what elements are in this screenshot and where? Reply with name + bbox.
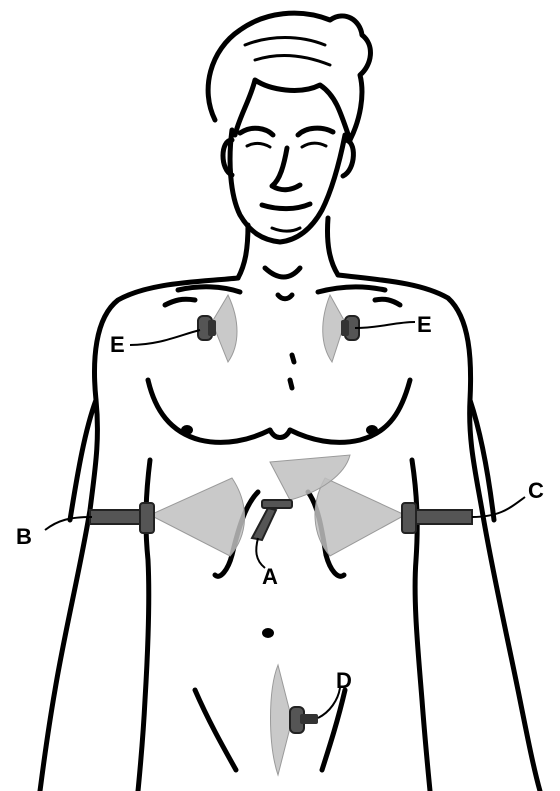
hair-strand-2 — [255, 55, 330, 65]
label-a: A — [262, 564, 278, 589]
beam-d — [271, 665, 293, 775]
hair-outline — [208, 13, 370, 140]
hair-strand — [245, 38, 325, 46]
label-d: D — [336, 668, 352, 693]
sternum-mark-2 — [290, 380, 292, 388]
clavicle-left-2 — [178, 287, 240, 292]
eye-left — [247, 143, 270, 147]
navel — [262, 628, 274, 638]
pectoral-left — [148, 380, 270, 442]
sensor-e-left-cap — [208, 320, 216, 336]
sensor-b — [140, 503, 154, 533]
sternal-notch — [278, 295, 292, 299]
clavicle-left — [165, 299, 195, 305]
label-b: B — [16, 524, 32, 549]
chin — [272, 228, 300, 231]
sensor-e-right-cap — [341, 320, 349, 336]
clavicle-right — [318, 287, 385, 292]
eyebrow-right — [298, 128, 333, 135]
leader-e-left — [130, 330, 200, 345]
label-e-right: E — [417, 312, 432, 337]
pectoral-right — [290, 380, 410, 442]
arm-band-c — [410, 510, 472, 524]
hip-right — [322, 690, 345, 770]
sensor-a-head — [262, 500, 292, 508]
sensor-c — [402, 503, 416, 533]
neck-notch — [265, 268, 300, 277]
label-c: C — [528, 478, 544, 503]
mouth — [262, 204, 310, 209]
sternum-mark-1 — [292, 355, 294, 362]
beam-c — [315, 478, 405, 556]
sensor-a — [252, 508, 276, 540]
eye-right — [302, 143, 326, 147]
neck-right — [327, 218, 338, 275]
label-e-left: E — [110, 332, 125, 357]
leader-e-right — [355, 322, 415, 328]
sensor-d-cap — [300, 714, 318, 724]
clavicle-right-2 — [375, 299, 400, 305]
nipple-left — [181, 425, 193, 435]
nose — [272, 148, 300, 190]
nipple-right — [366, 425, 378, 435]
hip-left — [195, 690, 236, 770]
beam-b — [150, 478, 245, 556]
neck-left — [238, 225, 248, 278]
eyebrow-left — [240, 128, 273, 135]
chest-center — [270, 430, 290, 438]
